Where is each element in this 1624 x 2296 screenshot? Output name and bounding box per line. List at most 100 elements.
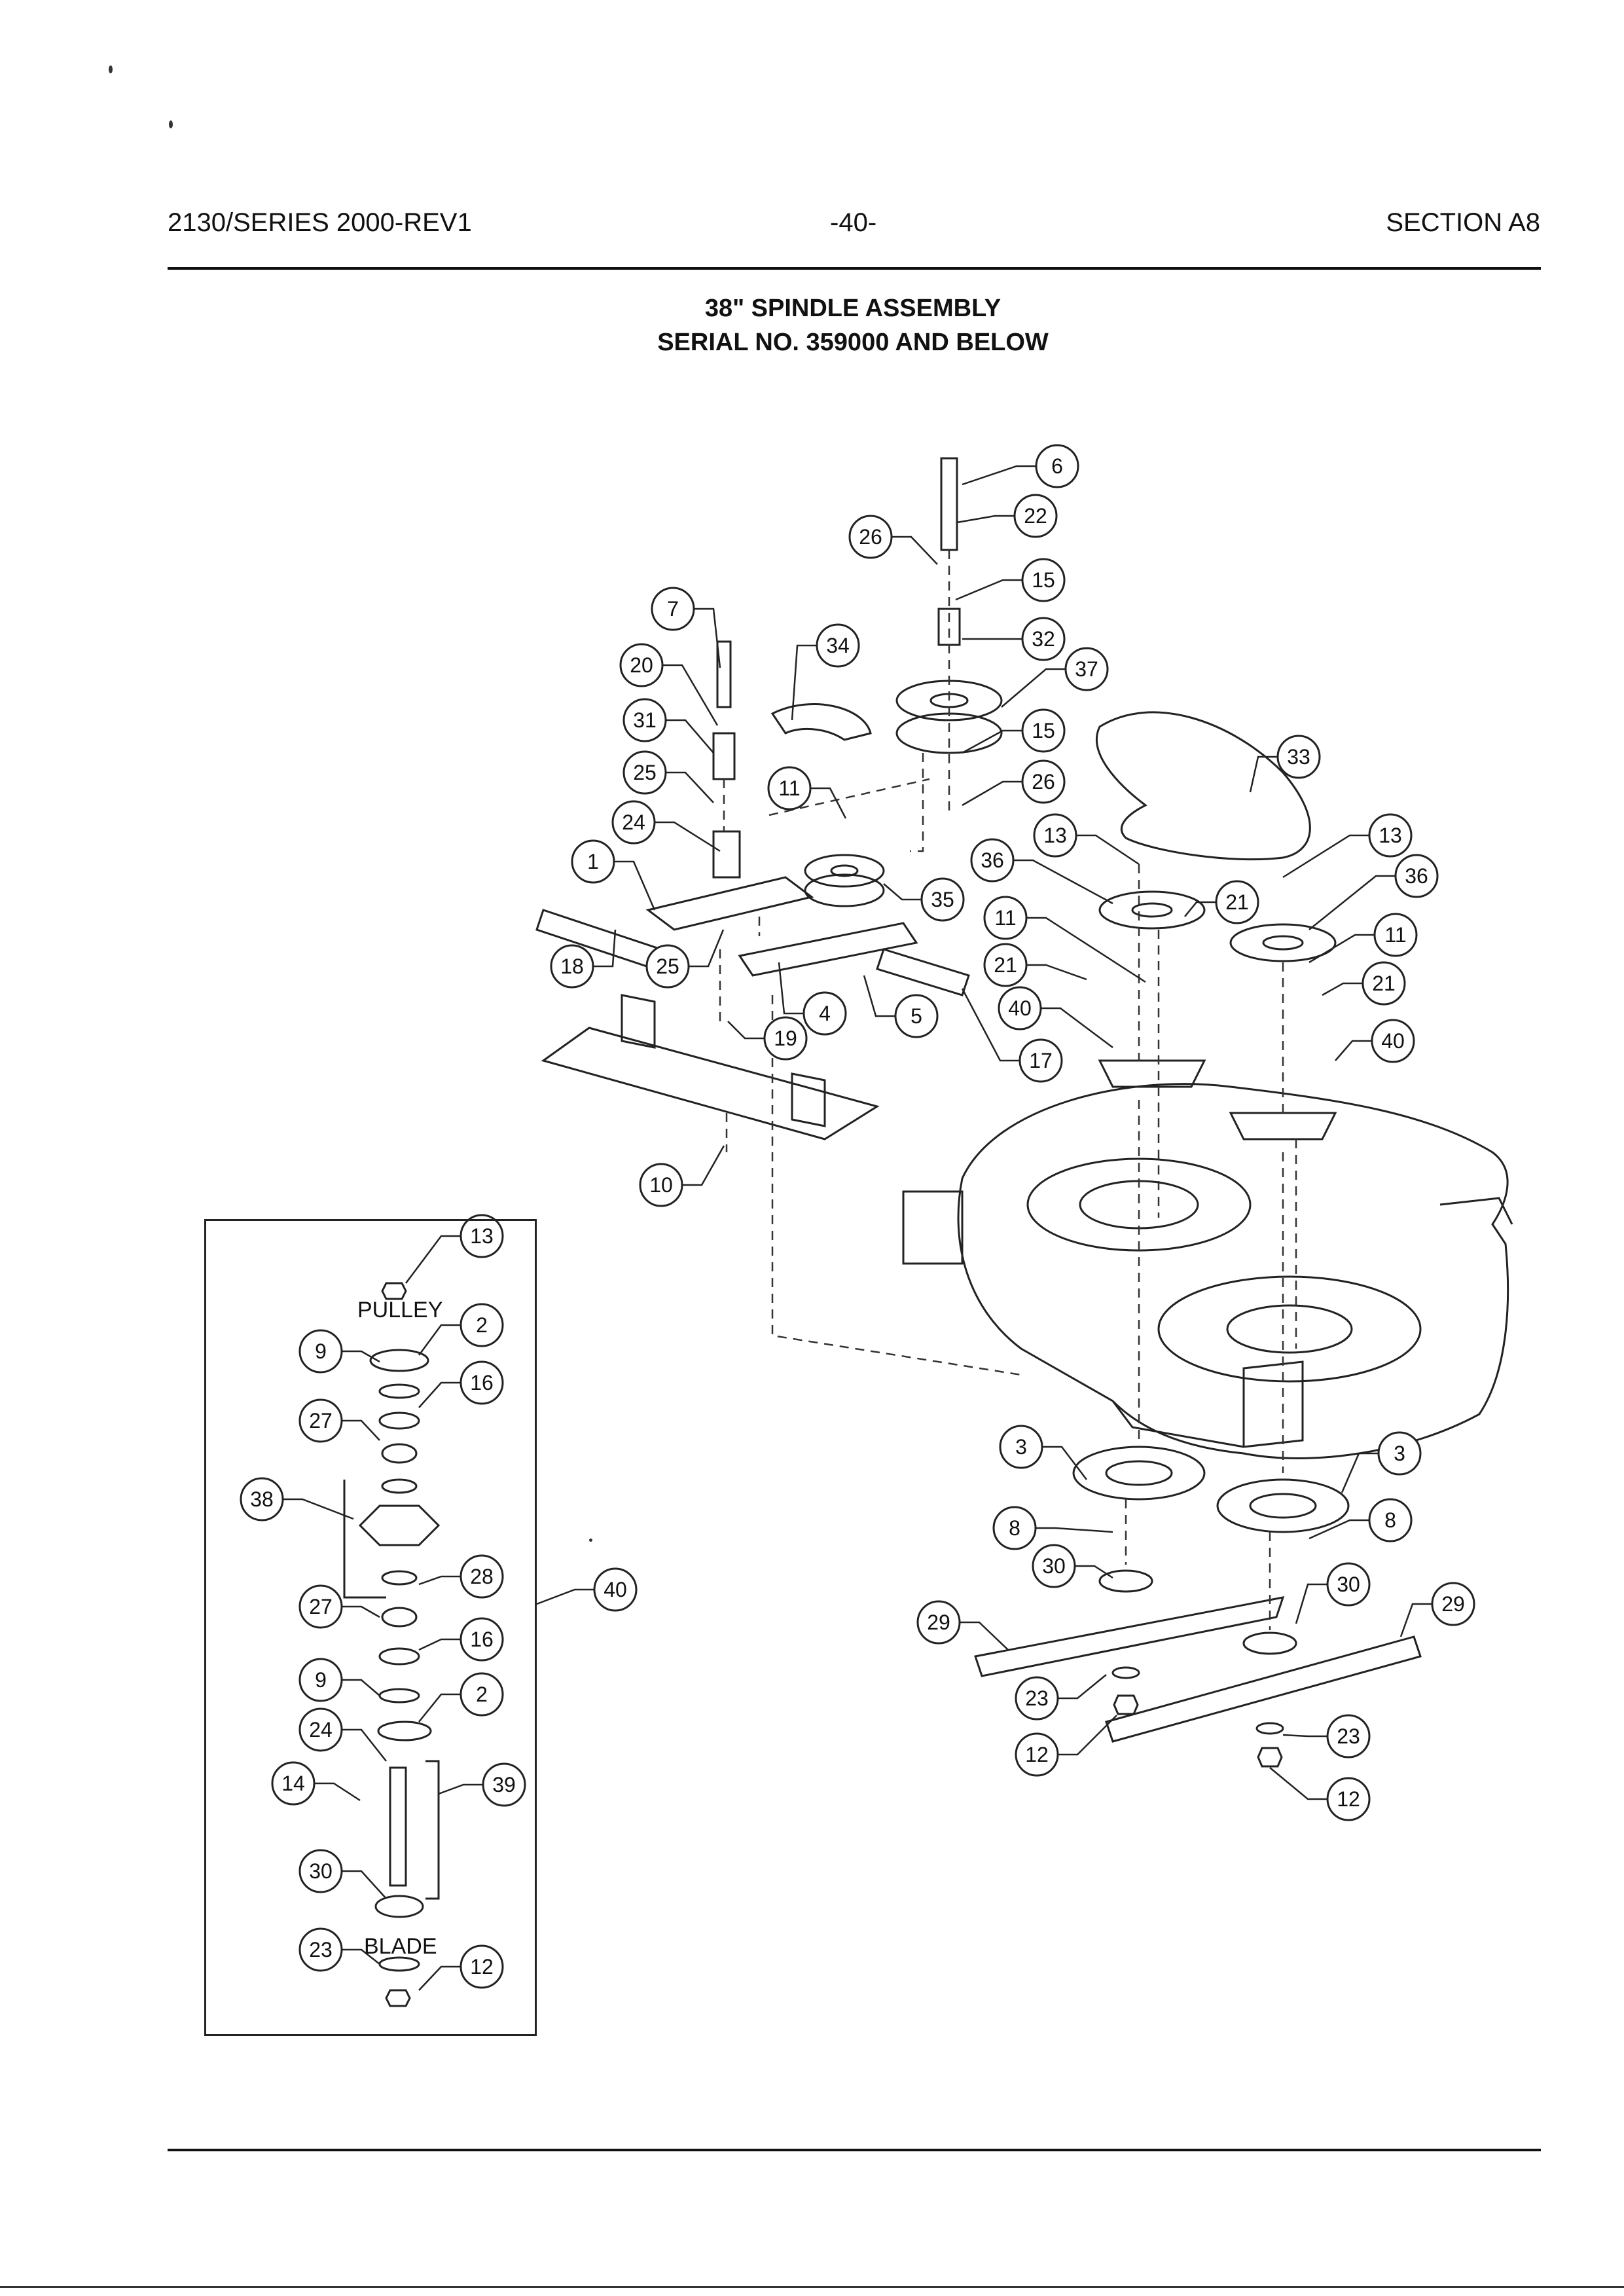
callout-number: 37 [1075,657,1098,681]
callout-number: 12 [1025,1743,1049,1766]
callout-leader [962,729,1022,754]
belt-segment [770,703,872,741]
callout-9: 9 [298,1658,380,1702]
support-plate [541,1027,880,1140]
callout-13: 13 [1033,813,1140,866]
callout-leader [1399,1603,1432,1637]
spindle-housing-right [1229,1112,1337,1140]
callout-11: 11 [767,766,847,819]
callout-number: 3 [1015,1435,1027,1459]
callout-bubble [623,750,667,795]
callout-bubble [645,944,690,989]
callout-number: 20 [630,653,653,677]
callout-number: 29 [927,1611,950,1634]
callout-number: 40 [1008,996,1032,1020]
callout-number: 13 [470,1224,494,1248]
callout-number: 25 [633,761,657,784]
callout-bubble [1015,1732,1059,1777]
callout-24: 24 [611,800,721,852]
callout-bubble [1021,708,1066,753]
callout-bubble [298,1707,343,1752]
callout-bubble [1326,1777,1371,1821]
callout-bubble [1015,1676,1059,1721]
callout-leader [342,1679,380,1696]
callout-37: 37 [1001,647,1109,708]
adapter-plate-left [1072,1446,1206,1501]
callout-bubble [460,1303,504,1347]
callout-number: 2 [476,1313,488,1337]
callout-number: 21 [994,953,1017,977]
callout-bubble [983,896,1028,940]
callout-leader [1075,1565,1113,1579]
callout-leader [283,1498,354,1520]
callout-number: 15 [1032,568,1055,592]
callout-leader [314,1782,361,1802]
callout-bubble [1326,1714,1371,1758]
callout-22: 22 [956,494,1058,538]
scan-speck [169,120,173,128]
callout-23: 23 [1282,1714,1371,1758]
callout-bubble [623,698,667,742]
callout-36: 36 [970,838,1113,905]
callout-number: 24 [622,811,645,834]
diagram-subtitle: SERIAL NO. 359000 AND BELOW [657,329,1049,356]
callout-40: 40 [1335,1019,1415,1063]
callout-number: 17 [1029,1049,1053,1072]
callout-bubble [298,1584,343,1629]
callout-bubble [550,944,594,989]
inset-blade-adapter [374,1895,424,1918]
callout-number: 29 [1441,1592,1465,1616]
callout-bubble [298,1398,343,1443]
callout-number: 40 [1381,1029,1405,1053]
callout-leader [342,1350,380,1363]
mower-deck [957,1083,1509,1459]
callout-bubble [1013,494,1058,538]
callout-leader [1335,1040,1372,1061]
callout-number: 19 [774,1027,797,1050]
callout-13: 13 [1282,813,1413,879]
callout-number: 26 [859,525,882,549]
callout-bubble [271,1761,316,1806]
callout-bubble [298,1849,343,1893]
callout-leader [1295,1583,1327,1624]
callout-number: 16 [470,1371,494,1394]
callout-14: 14 [271,1761,361,1806]
callout-leader [1308,934,1375,964]
callout-number: 1 [587,850,599,873]
callout-number: 21 [1225,890,1249,914]
arm-pivot-tube [712,830,741,879]
callout-number: 5 [911,1004,922,1028]
callout-leader [666,719,714,754]
blade-left [974,1596,1285,1677]
callout-leader [662,664,719,726]
callout-10: 10 [639,1145,725,1207]
callout-bubble [460,1672,504,1717]
callout-15: 15 [962,708,1066,754]
header-model: 2130/SERIES 2000-REV1 [168,208,472,237]
callout-number: 8 [1384,1508,1396,1532]
callout-11: 11 [983,896,1146,983]
callout-leader [1026,964,1087,981]
callout-bubble [983,943,1028,987]
callout-bubble [611,800,656,845]
callout-leader [689,929,725,968]
callout-bubble [482,1762,526,1807]
bolt-7 [716,640,732,708]
callout-number: 32 [1032,627,1055,651]
callout-3: 3 [999,1425,1087,1480]
callout-12: 12 [1269,1767,1371,1821]
callout-number: 11 [778,776,800,800]
callout-leader [1249,756,1278,793]
idler-pulley [804,854,885,888]
callout-number: 21 [1372,972,1396,995]
callout-leader [342,1948,380,1965]
callout-bubble [1021,558,1066,602]
deck-left-opening [1079,1180,1199,1230]
deck-right-housing [1157,1275,1422,1383]
callout-30: 30 [1032,1544,1113,1588]
page-number: -40- [830,208,877,237]
callout-leader [418,1324,461,1356]
callout-number: 9 [315,1668,327,1692]
callout-leader [1282,1734,1327,1738]
callout-bubble [970,838,1015,883]
